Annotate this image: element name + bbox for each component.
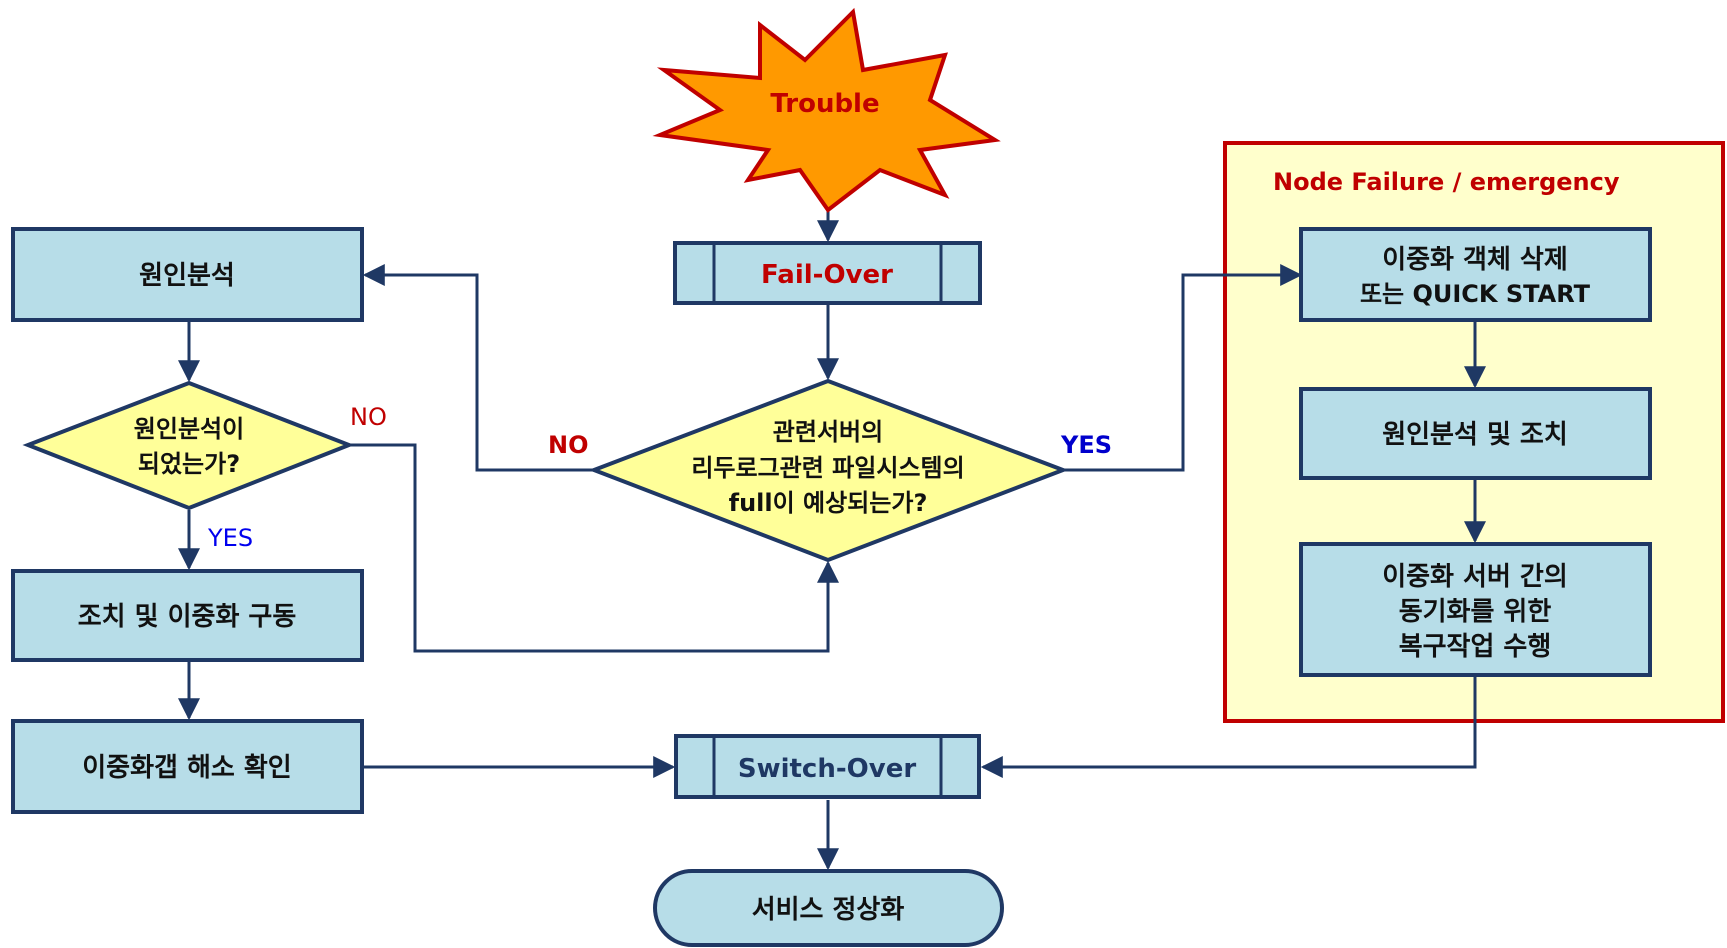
failover-box — [673, 241, 982, 305]
gap-check-label: 이중화갭 해소 확인 — [82, 753, 291, 783]
emergency-step1-box — [1299, 227, 1652, 322]
emergency-step1-line1: 이중화 객체 삭제 — [1382, 245, 1568, 275]
left-decision-yes-label: YES — [207, 524, 253, 552]
connector-step3-to-switchover — [980, 677, 1477, 778]
switchover-box — [674, 734, 981, 799]
emergency-step3-line1: 이중화 서버 간의 — [1382, 562, 1568, 592]
main-decision-line1: 관련서버의 — [773, 418, 883, 446]
analysis-label: 원인분석 — [139, 261, 235, 291]
trouble-starburst — [652, 7, 1001, 213]
connectors — [178, 200, 1486, 871]
gap-check-box — [11, 719, 364, 814]
emergency-step2-box — [1299, 387, 1652, 480]
emergency-step3-line3: 복구작업 수행 — [1399, 632, 1552, 662]
emergency-step2-label: 원인분석 및 조치 — [1382, 420, 1568, 450]
left-decision-line1: 원인분석이 — [134, 415, 244, 443]
failover-label: Fail-Over — [761, 260, 893, 290]
left-decision-no-label: NO — [350, 403, 387, 431]
main-decision — [588, 378, 1069, 563]
switchover-label: Switch-Over — [738, 754, 916, 784]
connector-decision-yes-to-emergency — [1063, 264, 1303, 472]
main-decision-yes-label: YES — [1060, 431, 1112, 459]
emergency-step3-box — [1299, 542, 1652, 677]
trouble-label: Trouble — [770, 89, 879, 119]
emergency-panel-title: Node Failure / emergency — [1273, 168, 1620, 196]
left-decision-line2: 되었는가? — [138, 450, 240, 478]
main-decision-no-label: NO — [548, 431, 589, 459]
emergency-step3-line2: 동기화를 위한 — [1399, 597, 1552, 627]
main-decision-line2: 리두로그관련 파일시스템의 — [691, 454, 964, 482]
end-terminator — [653, 869, 1004, 947]
left-decision — [22, 380, 355, 511]
connector-decision-no-to-analysis — [362, 264, 594, 472]
end-label: 서비스 정상화 — [752, 895, 905, 925]
main-decision-line3: full이 예상되는가? — [729, 489, 928, 517]
action-box — [11, 569, 364, 662]
emergency-step1-line2: 또는 QUICK START — [1360, 280, 1591, 308]
action-label: 조치 및 이중화 구동 — [78, 602, 297, 632]
analysis-box — [11, 227, 364, 322]
connector-left-decision-no-loop — [349, 443, 839, 653]
